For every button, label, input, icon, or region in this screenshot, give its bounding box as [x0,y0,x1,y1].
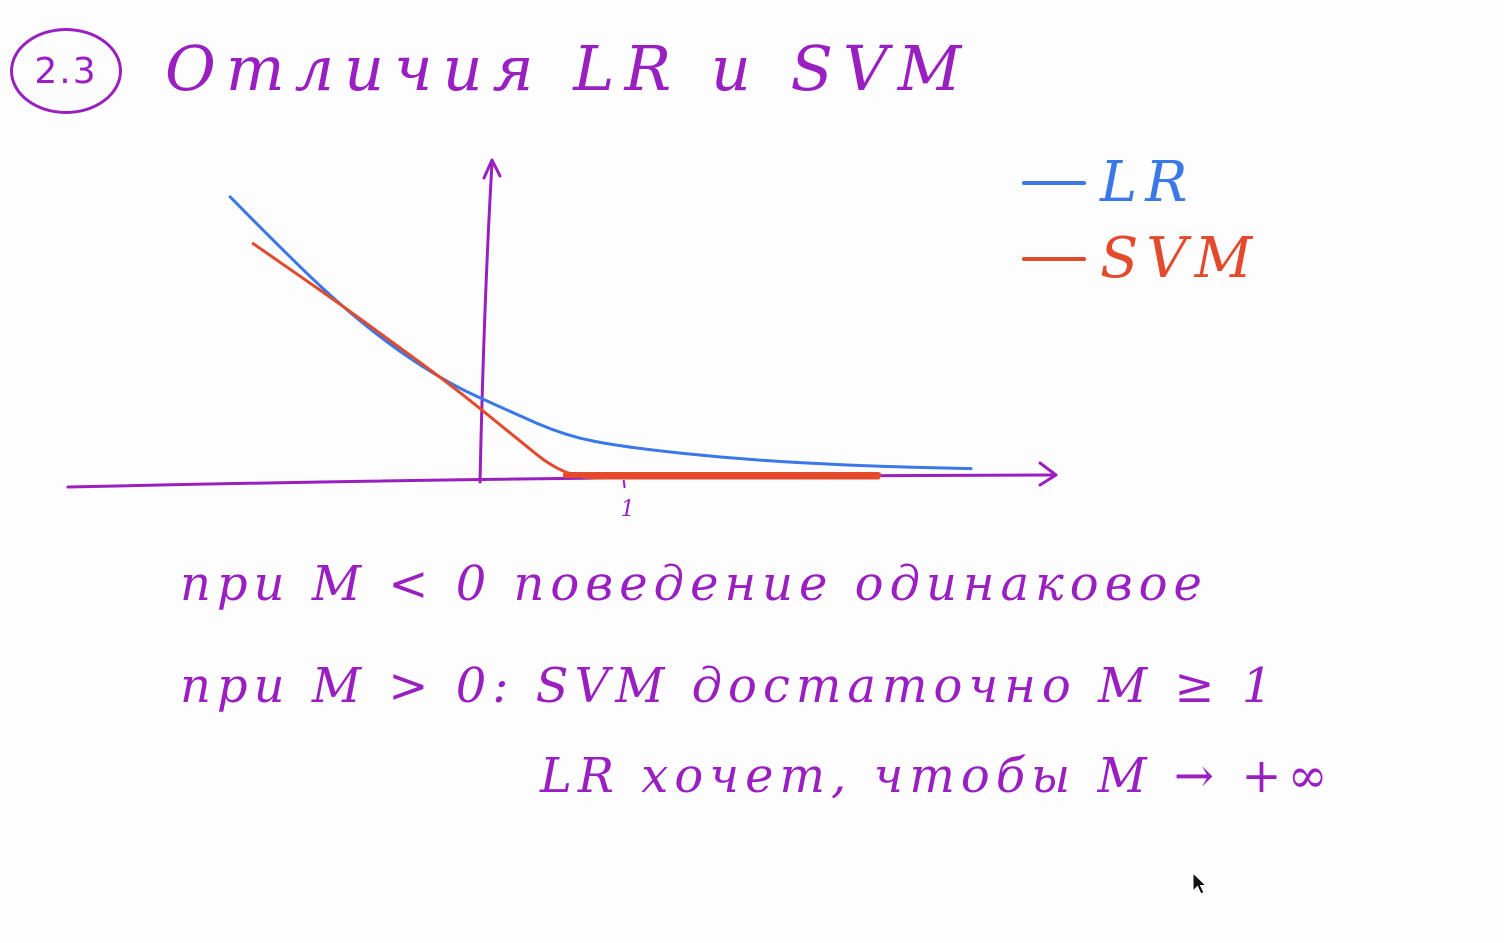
legend-swatch-lr [1022,180,1086,185]
mouse-pointer-icon [1192,872,1208,895]
slide-title: Отличия LR и SVM [165,32,972,105]
note-line-2: при M > 0: SVM достаточно M ≥ 1 [180,658,1279,714]
y-axis [478,161,494,484]
legend-swatch-svm [1022,256,1086,261]
legend-item-lr: LR [1022,150,1195,215]
series-layer [228,195,973,480]
y-axis-arrow [482,158,502,180]
legend-label-svm: SVM [1100,226,1261,291]
x-tick-label: 1 [621,497,635,522]
x-tick-mark [622,479,626,489]
x-axis-arrow [1038,461,1058,487]
tick-layer: 1 [621,479,635,522]
x-axis [66,473,1054,489]
section-number: 2.3 [34,51,98,92]
section-badge: 2.3 [10,28,122,114]
note-line-3: LR хочет, чтобы M → +∞ [540,748,1334,804]
legend-item-svm: SVM [1022,226,1260,291]
legend-label-lr: LR [1100,150,1196,215]
series-line-lr [228,195,973,471]
series-line-svm [251,242,880,480]
note-line-1: при M < 0 поведение одинаковое [180,556,1208,612]
